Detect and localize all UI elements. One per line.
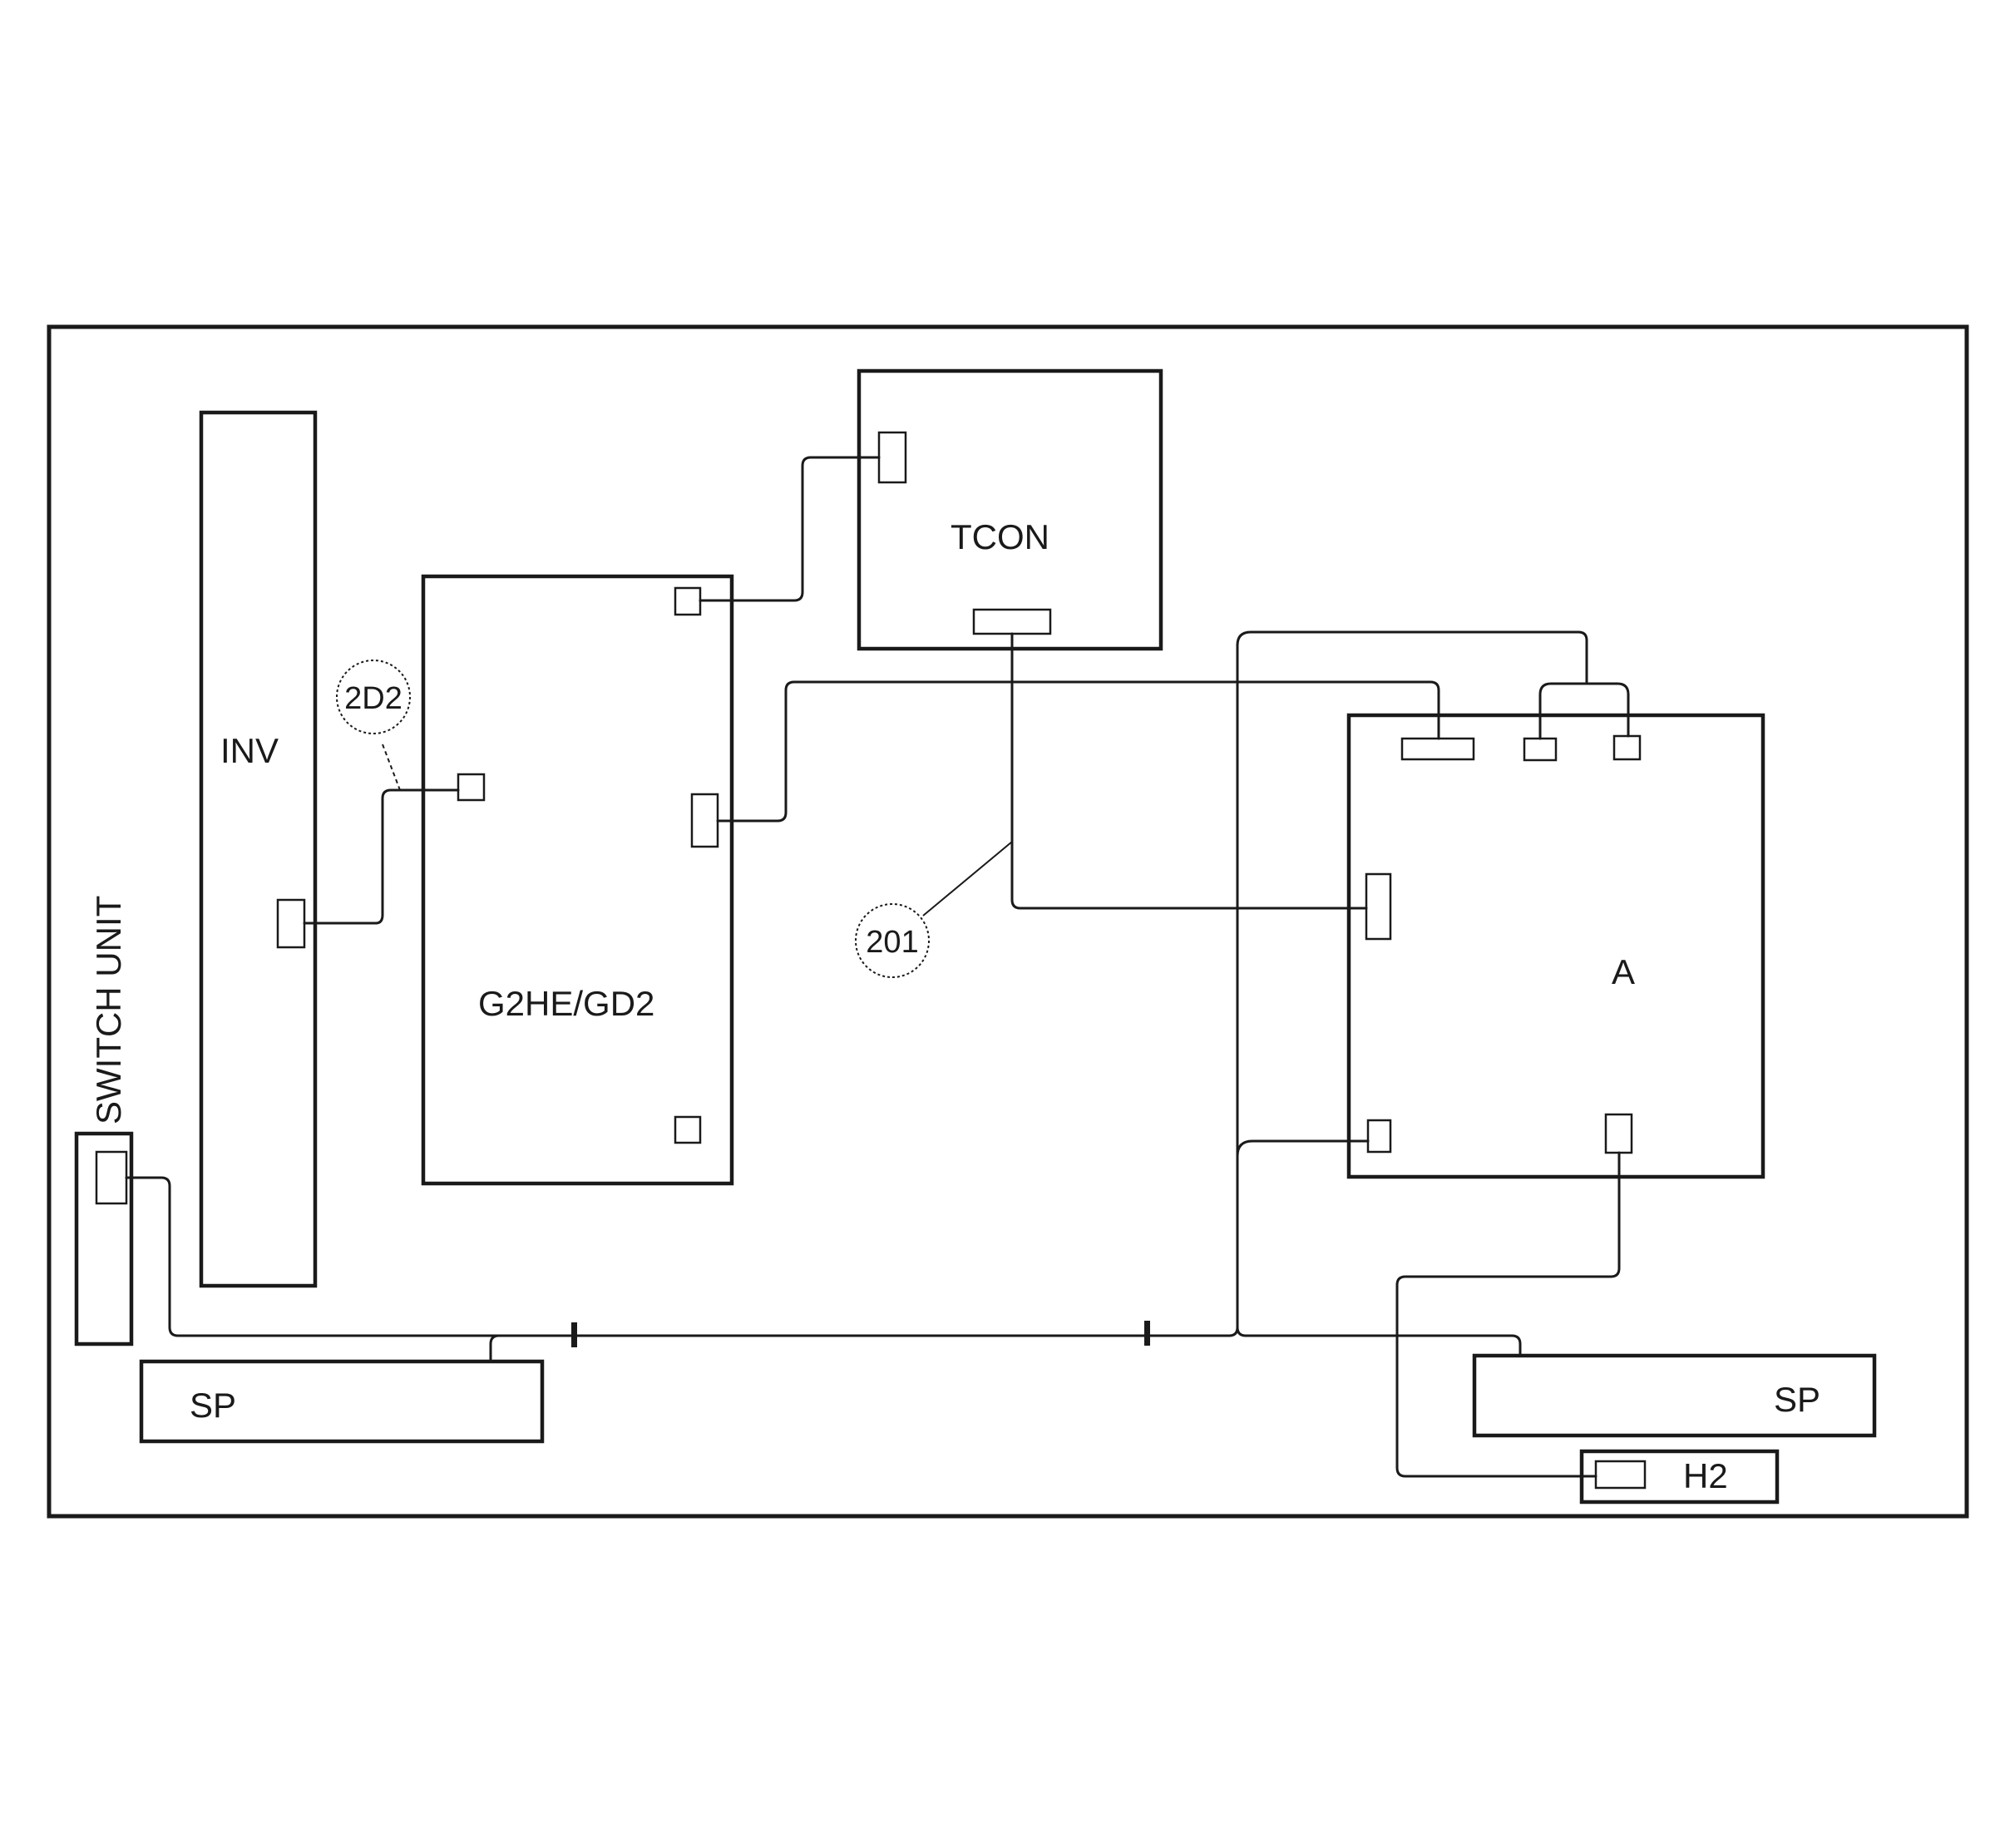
wire-speaker-left-drop <box>489 1334 501 1363</box>
inv-label: INV <box>220 731 279 770</box>
callout-202-circle <box>336 660 411 734</box>
tcon-board <box>857 368 1163 651</box>
wire-a-h2 <box>1395 1151 1621 1478</box>
tcon-connector-bottom <box>972 608 1052 635</box>
callout-201-leader <box>922 841 1013 917</box>
callout-202-label: 2D2 <box>344 681 402 716</box>
a-connector-small-2 <box>1612 734 1642 761</box>
h2-label: H2 <box>1683 1456 1728 1495</box>
speaker-left-label: SP <box>190 1386 236 1425</box>
wire-trunk-a-low <box>1236 1139 1370 1158</box>
a-connector-wide <box>1400 737 1475 761</box>
main-connector-spare <box>674 1115 702 1144</box>
wire-main-a-top <box>716 680 1440 823</box>
switch-unit-label: SWITCH UNIT <box>89 896 128 1124</box>
main-board <box>421 574 734 1186</box>
cable-clamp-left <box>571 1322 577 1347</box>
main-connector-a <box>690 793 719 848</box>
wire-a-small-branch <box>1538 682 1630 740</box>
tcon-connector-top <box>877 431 907 484</box>
a-board <box>1346 713 1765 1179</box>
a-board-label: A <box>1612 952 1635 991</box>
cable-clamp-right <box>1144 1321 1150 1346</box>
tcon-label: TCON <box>951 517 1049 556</box>
h2-connector <box>1594 1460 1647 1490</box>
a-connector-left-mid <box>1365 872 1392 941</box>
main-board-label: G2HE/GD2 <box>478 984 654 1023</box>
callout-201-label: 201 <box>866 925 918 960</box>
wire-switch-speaker <box>125 1176 1239 1337</box>
speaker-right-label: SP <box>1774 1380 1820 1419</box>
wire-inv-main <box>303 788 460 925</box>
callout-201-circle <box>855 903 930 978</box>
speaker-right <box>1472 1353 1877 1438</box>
a-connector-bottom <box>1604 1113 1633 1154</box>
chassis-frame <box>47 324 1969 1519</box>
a-connector-small-1 <box>1523 737 1558 762</box>
speaker-left <box>139 1359 545 1444</box>
wire-speaker-right <box>1236 1326 1522 1357</box>
main-connector-inv <box>457 773 486 802</box>
switch-unit-connector <box>95 1150 128 1205</box>
callout-202-leader <box>382 744 401 791</box>
switch-unit-board <box>74 1131 134 1346</box>
wire-main-tcon <box>699 456 881 602</box>
wire-tcon-a <box>1010 632 1368 910</box>
main-connector-tcon <box>674 586 702 616</box>
inv-connector <box>276 898 306 949</box>
wire-harness-trunk <box>1236 630 1588 1331</box>
inv-board <box>199 410 318 1288</box>
a-connector-left-low <box>1366 1119 1392 1154</box>
